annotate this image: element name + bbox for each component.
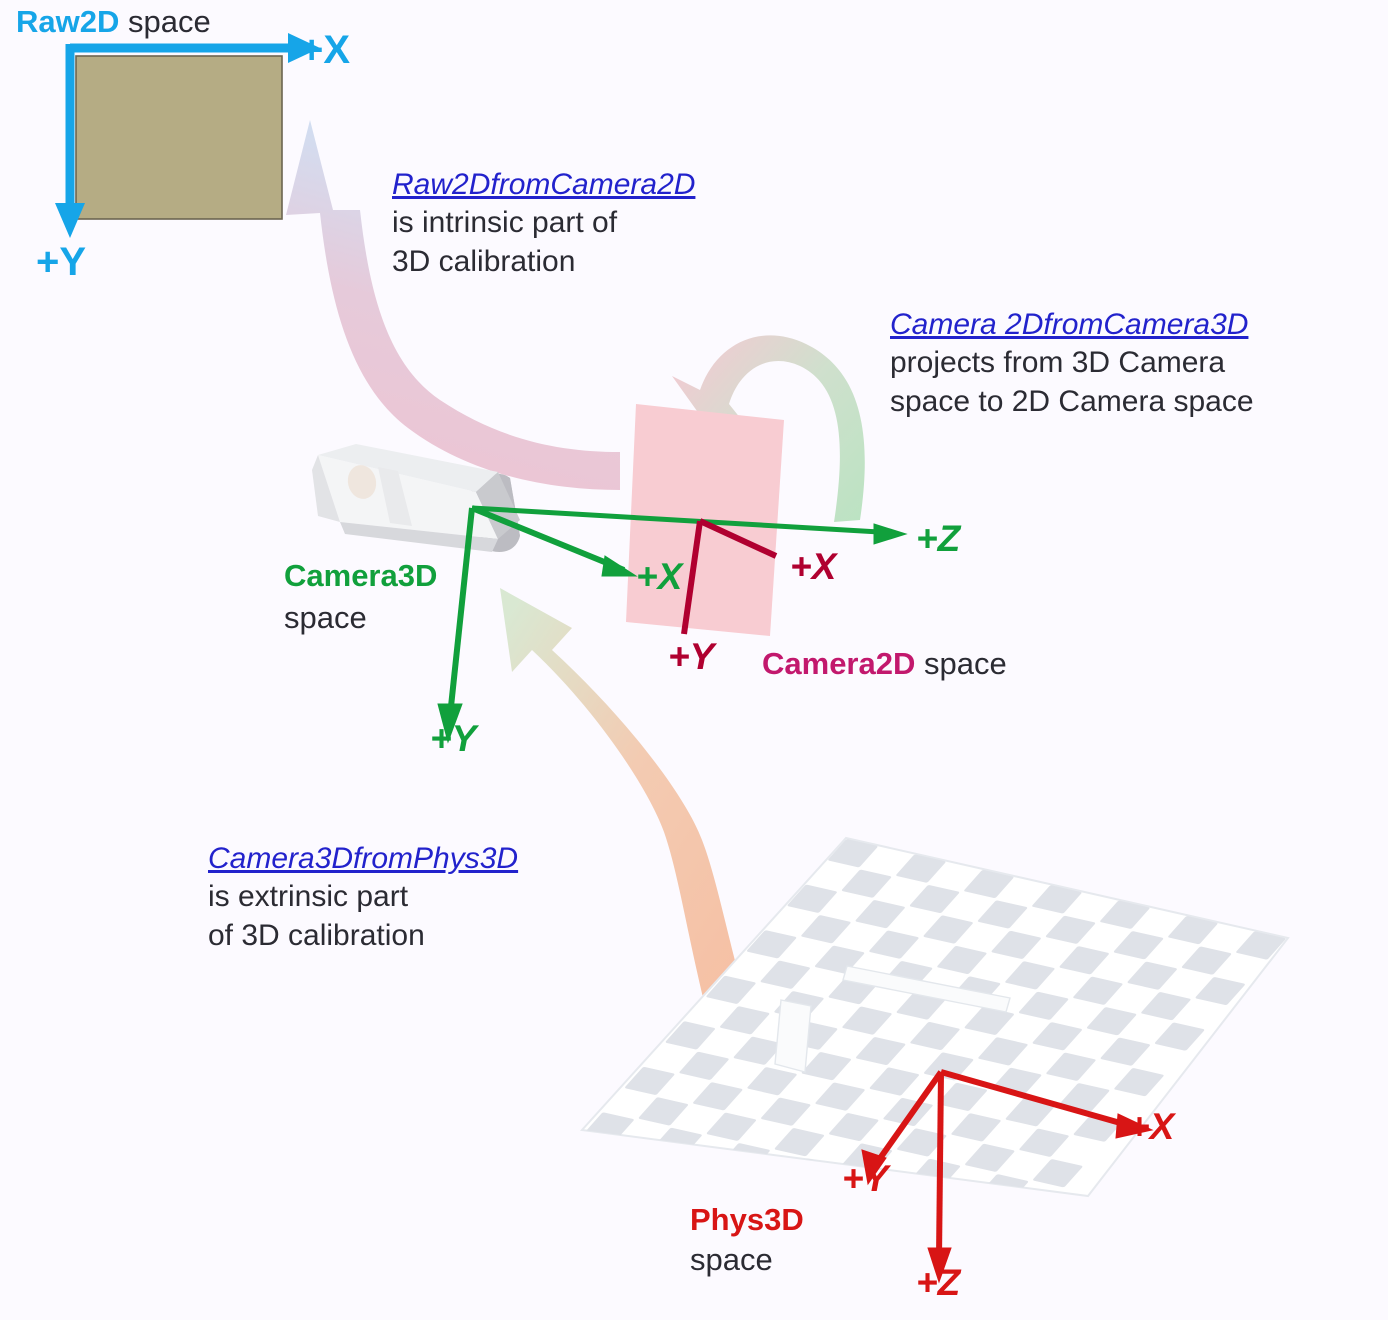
raw2d-axis-x: [70, 33, 320, 63]
camera3d-axis-z: [471, 505, 908, 545]
camera2d-space-suffix: space: [915, 646, 1007, 681]
arrow-camera3d-from-phys3d: [500, 588, 748, 1010]
camera3d-axis-y: [437, 507, 475, 744]
camera3d-space-name: Camera3D: [284, 558, 438, 593]
checkerboard-pattern: [584, 839, 1286, 1196]
raw2d-space-title: Raw2D space: [16, 2, 211, 42]
raw2d-axis-x-label: +X: [300, 28, 351, 72]
camera2d-axes: [681, 518, 778, 635]
camera3d-axis-x: [470, 505, 638, 577]
camera3d-space-name-label: Camera3D: [284, 556, 437, 596]
transform-camera3d-from-phys3d-link[interactable]: Camera3DfromPhys3D: [208, 842, 519, 875]
transform-raw2d-from-camera2d-line1: is intrinsic part of: [392, 206, 618, 240]
transform-camera2d-from-camera3d-line2: space to 2D Camera space: [890, 384, 1254, 418]
phys3d-space-name-label: Phys3D: [690, 1200, 804, 1240]
arrow-camera2d-from-camera3d: [672, 335, 865, 522]
camera2d-axis-y: [681, 520, 703, 635]
camera3d-axis-x-label: +X: [636, 556, 683, 597]
camera3d-axis-z-label: +Z: [916, 518, 961, 559]
phys3d-axis-x-label: +X: [1128, 1106, 1175, 1147]
phys3d-space-suffix: space: [690, 1242, 773, 1277]
transform-camera3d-from-phys3d-text: Camera3DfromPhys3D is extrinsic part of …: [208, 840, 518, 955]
phys3d-axis-z: [927, 1071, 952, 1284]
transform-raw2d-from-camera2d-text: Raw2DfromCamera2D is intrinsic part of 3…: [392, 166, 695, 281]
transform-raw2d-from-camera2d-line2: 3D calibration: [392, 244, 576, 278]
raw2d-image-rect: [75, 55, 283, 220]
camera2d-space-name: Camera2D: [762, 646, 916, 681]
transform-camera2d-from-camera3d-text: Camera 2DfromCamera3D projects from 3D C…: [890, 306, 1254, 421]
phys3d-axis-z-label: +Z: [916, 1262, 961, 1303]
phys3d-axes: [861, 1069, 1154, 1284]
camera3d-axes: [437, 505, 908, 744]
transform-camera2d-from-camera3d-link[interactable]: Camera 2DfromCamera3D: [890, 308, 1249, 341]
calibration-plate: [579, 836, 1290, 1198]
plate-fiducial-mark: [774, 965, 1011, 1073]
camera2d-space-title: Camera2D space: [762, 644, 1007, 684]
transform-raw2d-from-camera2d-link[interactable]: Raw2DfromCamera2D: [392, 168, 696, 201]
raw2d-axis-y: [55, 44, 85, 238]
phys3d-axis-y-label: +Y: [842, 1158, 889, 1199]
transform-camera3d-from-phys3d-line2: of 3D calibration: [208, 918, 425, 952]
camera2d-axis-x: [698, 518, 778, 559]
phys3d-axis-y: [861, 1070, 944, 1186]
arrow-raw2d-from-camera2d: [286, 120, 620, 490]
camera2d-axis-y-label: +Y: [668, 636, 715, 677]
raw2d-space-name: Raw2D: [16, 4, 120, 39]
phys3d-space-name: Phys3D: [690, 1202, 804, 1237]
transform-camera2d-from-camera3d-line1: projects from 3D Camera: [890, 346, 1226, 380]
phys3d-axis-x: [940, 1069, 1154, 1139]
transform-camera3d-from-phys3d-line1: is extrinsic part: [208, 880, 409, 914]
camera3d-axis-y-label: +Y: [430, 718, 477, 759]
raw2d-space-suffix: space: [119, 4, 211, 39]
camera2d-axis-x-label: +X: [790, 546, 837, 587]
camera3d-space-suffix: space: [284, 600, 367, 635]
camera-body: [312, 444, 520, 552]
raw2d-axis-y-label: +Y: [36, 240, 87, 284]
